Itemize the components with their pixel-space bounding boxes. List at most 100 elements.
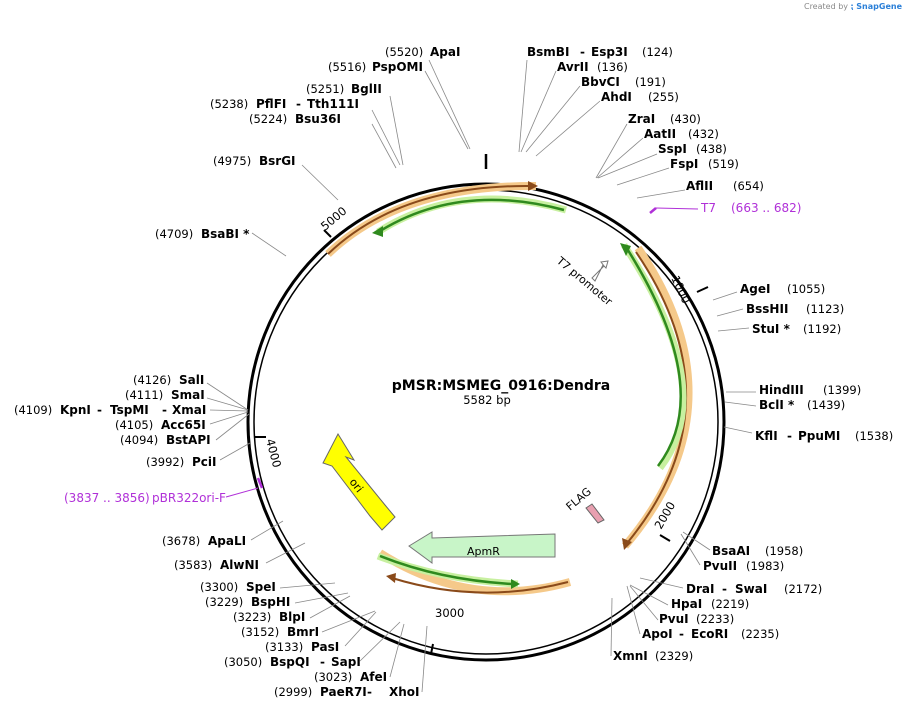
enzyme-pos-smai: (4111) (125, 388, 163, 402)
enzyme-pos-bglii: (5251) (306, 82, 344, 96)
enzyme-name-xhoi: XhoI (389, 685, 420, 699)
orf-bottom-arrow-icon (386, 573, 396, 583)
enzyme-pos-pcii: (3992) (146, 455, 184, 469)
cds-top-arrow-icon (372, 226, 383, 237)
primer-range-pbr322ori-f: (3837 .. 3856) (64, 491, 150, 505)
enzyme-name-paer7i: PaeR7I (320, 685, 367, 699)
primer-t7-mark (649, 207, 657, 214)
enzyme-name-apali: ApaLI (208, 534, 246, 548)
enzyme-pos-stui: (1192) (803, 322, 841, 336)
enzyme-name-agei: AgeI (740, 282, 770, 296)
enzyme-name-bglii: BglII (351, 82, 382, 96)
enzyme-name-bcli: BclI * (759, 398, 795, 412)
enzyme-name-pvui: PvuI (659, 612, 689, 626)
enzyme-pos-bsaai: (1958) (765, 544, 803, 558)
enzyme-pos-blpi: (3223) (233, 610, 271, 624)
enzyme-name-kpni: KpnI (60, 403, 91, 417)
cds-right-line (624, 246, 682, 467)
flag-arrow-icon (585, 503, 605, 524)
enzyme-pos-sspi: (438) (696, 142, 727, 156)
enzyme-pos-sali: (4126) (133, 373, 171, 387)
connector-lines (206, 59, 757, 693)
backbone-outer-ring (246, 182, 726, 662)
enzyme-name-swai: SwaI (735, 582, 767, 596)
enzyme-name-pspomi: PspOMI (372, 60, 423, 74)
cds-right-arrow-icon (620, 243, 631, 256)
enzyme-name-apai: ApaI (430, 45, 460, 59)
feature-label-ampr: ApmR (467, 545, 500, 558)
enzyme-pos-aatii: (432) (688, 127, 719, 141)
enzyme-pos-aflii: (654) (733, 179, 764, 193)
orf-top-line (327, 184, 531, 255)
enzyme-name-afei: AfeI (360, 670, 387, 684)
primer-t7-connector (655, 207, 699, 210)
enzyme-name-xmai: XmaI (172, 403, 206, 417)
enzyme-name-bsrgi: BsrGI (259, 154, 296, 168)
enzyme-separator: - (787, 429, 792, 443)
enzyme-pos-pspomi: (5516) (328, 60, 366, 74)
enzyme-pos-kpni: (4109) (14, 403, 52, 417)
orf-top-arrow-icon (528, 181, 538, 191)
cds-bottom-line (379, 554, 513, 586)
enzyme-name-bmri: BmrI (287, 625, 319, 639)
enzyme-name-bsphi: BspHI (251, 595, 290, 609)
enzyme-pos-bstapi: (4094) (120, 433, 158, 447)
enzyme-name-hindiii: HindIII (759, 383, 804, 397)
enzyme-separator: - (162, 403, 167, 417)
enzyme-separator: - (580, 45, 585, 59)
enzyme-pos-pasi: (3133) (265, 640, 303, 654)
enzyme-separator: - (296, 97, 301, 111)
enzyme-name-fspi: FspI (670, 157, 698, 171)
enzyme-name-spei: SpeI (246, 580, 276, 594)
primer-name-t7: T7 (700, 201, 716, 215)
enzyme-name-sspi: SspI (658, 142, 687, 156)
snapgene-credit: Created by ⁏ SnapGene (804, 2, 902, 11)
enzyme-pos-hpai: (2219) (711, 597, 749, 611)
enzyme-name-pvuii: PvuII (703, 559, 737, 573)
enzyme-pos-acc65i: (4105) (115, 418, 153, 432)
tick-label-4000: 4000 (263, 437, 284, 469)
orf-right-arrow-icon (622, 538, 632, 550)
enzyme-name-bbvci: BbvCI (581, 75, 620, 89)
tick-2000 (659, 534, 671, 542)
orf-bottom-line (391, 577, 569, 594)
enzyme-pos-spei: (3300) (200, 580, 238, 594)
enzyme-pos-alwni: (3583) (174, 558, 212, 572)
tick-label-3000: 3000 (435, 606, 464, 620)
enzyme-name-aflii: AflII (686, 179, 713, 193)
enzyme-name-bsabi: BsaBI * (201, 227, 250, 241)
enzyme-name-bsaai: BsaAI (712, 544, 750, 558)
enzyme-pos-afei: (3023) (314, 670, 352, 684)
enzyme-pos-pflfi: (5238) (210, 97, 248, 111)
enzyme-name-tspmi: TspMI (110, 403, 149, 417)
tick-3000 (430, 643, 434, 655)
enzyme-name-pflfi: PflFI (256, 97, 286, 111)
enzyme-separator: - (320, 655, 325, 669)
enzyme-pos-agei: (1055) (787, 282, 825, 296)
tick-5000 (323, 229, 332, 238)
tick-1000 (696, 286, 709, 293)
enzyme-name-apoi: ApoI (642, 627, 673, 641)
t7-promoter-arrow-icon (591, 260, 609, 282)
enzyme-pos-drai: (2172) (784, 582, 822, 596)
enzyme-pos-bbvci: (191) (635, 75, 666, 89)
enzyme-name-bstapi: BstAPI (166, 433, 211, 447)
enzyme-pos-paer7i: (2999) (274, 685, 312, 699)
enzyme-name-bsmbi: BsmBI (527, 45, 569, 59)
enzyme-name-stui: StuI * (752, 322, 791, 336)
enzyme-pos-apali: (3678) (162, 534, 200, 548)
enzyme-name-drai: DraI (686, 582, 714, 596)
enzyme-name-sali: SalI (179, 373, 204, 387)
enzyme-name-alwni: AlwNI (220, 558, 259, 572)
enzyme-pos-kfli: (1538) (855, 429, 893, 443)
enzyme-name-ecori: EcoRI (691, 627, 728, 641)
primer-pbr322-mark (256, 477, 264, 489)
enzyme-name-bsshii: BssHII (746, 302, 788, 316)
enzyme-name-esp3i: Esp3I (591, 45, 628, 59)
enzyme-pos-bsabi: (4709) (155, 227, 193, 241)
enzyme-pos-fspi: (519) (708, 157, 739, 171)
primer-range-t7: (663 .. 682) (731, 201, 801, 215)
enzyme-separator: - (679, 627, 684, 641)
enzyme-name-sapi: SapI (331, 655, 361, 669)
